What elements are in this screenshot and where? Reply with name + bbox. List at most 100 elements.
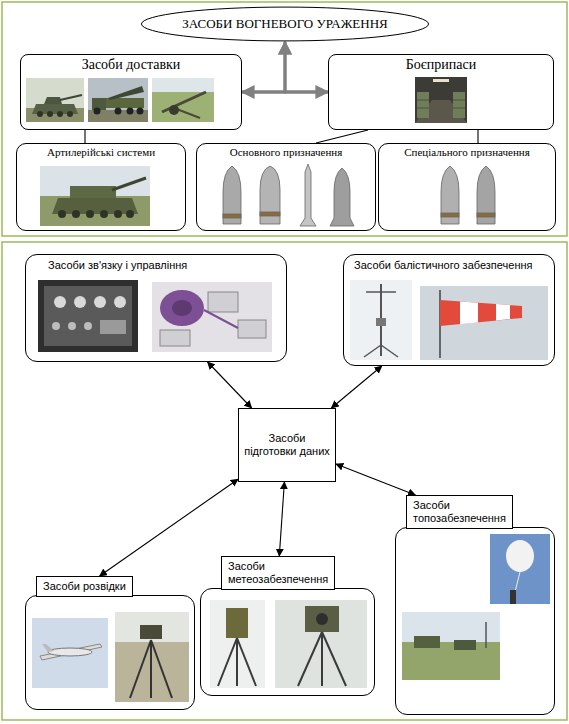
self-propelled-gun-photo [126, 210, 134, 218]
category-box: Артилерійські системи [16, 143, 186, 231]
means-box: Засоби балістичного забезпечення [343, 254, 555, 366]
windsock-photo [460, 302, 478, 325]
windsock-photo [440, 300, 522, 326]
mast-photo [376, 318, 386, 326]
balloon-photo [506, 540, 534, 572]
node-label: Спеціального призначення [404, 146, 530, 159]
self-propelled-gun-photo [58, 210, 66, 218]
node-label: Артилерійські системи [47, 146, 155, 159]
cable-set-photo [152, 282, 272, 352]
theodolite-photo [275, 600, 367, 688]
means-box: Засоби метеозабезпечення [200, 588, 375, 696]
radio-panel-photo [100, 320, 126, 334]
shell-figures [477, 166, 495, 224]
meteo-instrument-photo [236, 638, 238, 686]
meteo-instrument-photo [210, 600, 265, 688]
radio-panel-photo [94, 296, 106, 308]
group-box: Засоби доставки [20, 54, 242, 130]
tripod-photo [115, 612, 189, 642]
drone-photo [48, 648, 92, 656]
field-gun-photo [152, 78, 214, 92]
self-propelled-gun-photo [100, 210, 108, 218]
balloon-photo [510, 590, 516, 604]
shell-figures [260, 166, 280, 224]
meteo-instrument-photo [237, 638, 256, 686]
shell-figures [223, 164, 354, 226]
tripod-photo [130, 640, 151, 698]
tank-photo [44, 97, 62, 104]
node-label: ЗАСОБИ ВОГНЕВОГО УРАЖЕННЯ [182, 16, 387, 32]
radio-panel-photo [68, 322, 76, 330]
balloon-photo [515, 572, 520, 592]
radio-panel-photo [54, 296, 66, 308]
shell-figures [223, 214, 241, 218]
ammunition-depot-photo [417, 92, 429, 118]
mast-photo [350, 280, 412, 360]
category-box: Спеціального призначення [378, 143, 556, 231]
shell-figures [300, 164, 316, 226]
ammunition-depot-photo [417, 108, 429, 109]
heading-label: Засоби розвідки [36, 576, 133, 597]
field-gun-photo [152, 78, 214, 122]
theodolite-photo [316, 613, 328, 625]
mast-photo [350, 280, 412, 360]
windsock-photo [420, 286, 548, 360]
tank-photo [37, 111, 43, 117]
cable-set-photo [160, 290, 204, 326]
drone-photo [32, 618, 108, 688]
tripod-photo [115, 612, 189, 702]
radio-panel-photo [84, 322, 92, 330]
ammunition-depot-photo [417, 100, 429, 101]
shell-figures [441, 213, 459, 217]
self-propelled-gun-photo [114, 210, 122, 218]
tank-photo [67, 111, 73, 117]
radio-panel-photo [38, 280, 138, 352]
mast-photo [364, 345, 381, 357]
theodolite-photo [322, 632, 346, 686]
drone-photo [40, 644, 102, 660]
cable-set-photo [208, 292, 238, 312]
tank-photo [57, 111, 63, 117]
tripod-photo [150, 640, 152, 698]
radio-panel-photo [52, 322, 60, 330]
mast-photo [366, 291, 396, 293]
node-label: Засоби доставки [82, 57, 181, 74]
radio-panel-photo [74, 296, 86, 308]
title-ellipse: ЗАСОБИ ВОГНЕВОГО УРАЖЕННЯ [140, 6, 430, 42]
self-propelled-gun-photo [70, 186, 116, 198]
cable-set-photo [172, 300, 192, 316]
survey-vehicles-photo [414, 636, 440, 648]
tank-photo [60, 95, 82, 100]
double-arrow [336, 464, 415, 495]
ammunition-depot-photo [453, 92, 465, 118]
windsock-photo [420, 286, 548, 360]
survey-vehicles-photo [454, 640, 476, 650]
meteo-instrument-photo [226, 608, 248, 638]
launcher-truck-photo [88, 78, 148, 122]
meteo-instrument-photo [218, 638, 237, 686]
theodolite-photo [275, 600, 367, 688]
ammunition-depot-photo [433, 79, 449, 82]
node-label: Основного призначення [230, 146, 342, 159]
tank-photo [26, 78, 84, 122]
double-arrow [279, 482, 284, 556]
theodolite-photo [298, 632, 322, 686]
field-gun-photo [152, 78, 214, 122]
means-box: Засоби зв'язку і управління [25, 254, 287, 362]
self-propelled-gun-photo [86, 210, 94, 218]
drone-photo [32, 618, 108, 688]
heading-label: Засоби топозабезпечення [406, 495, 513, 529]
cable-set-photo [238, 320, 266, 338]
ammunition-depot-photo [453, 108, 465, 109]
ammunition-depot-photo [415, 77, 467, 123]
link-line [316, 130, 368, 143]
shell-figures [477, 213, 495, 217]
node-label: Засоби зв'язку і управління [48, 259, 187, 272]
double-arrow [100, 479, 238, 576]
balloon-photo [490, 534, 550, 604]
windsock-photo [496, 304, 510, 320]
